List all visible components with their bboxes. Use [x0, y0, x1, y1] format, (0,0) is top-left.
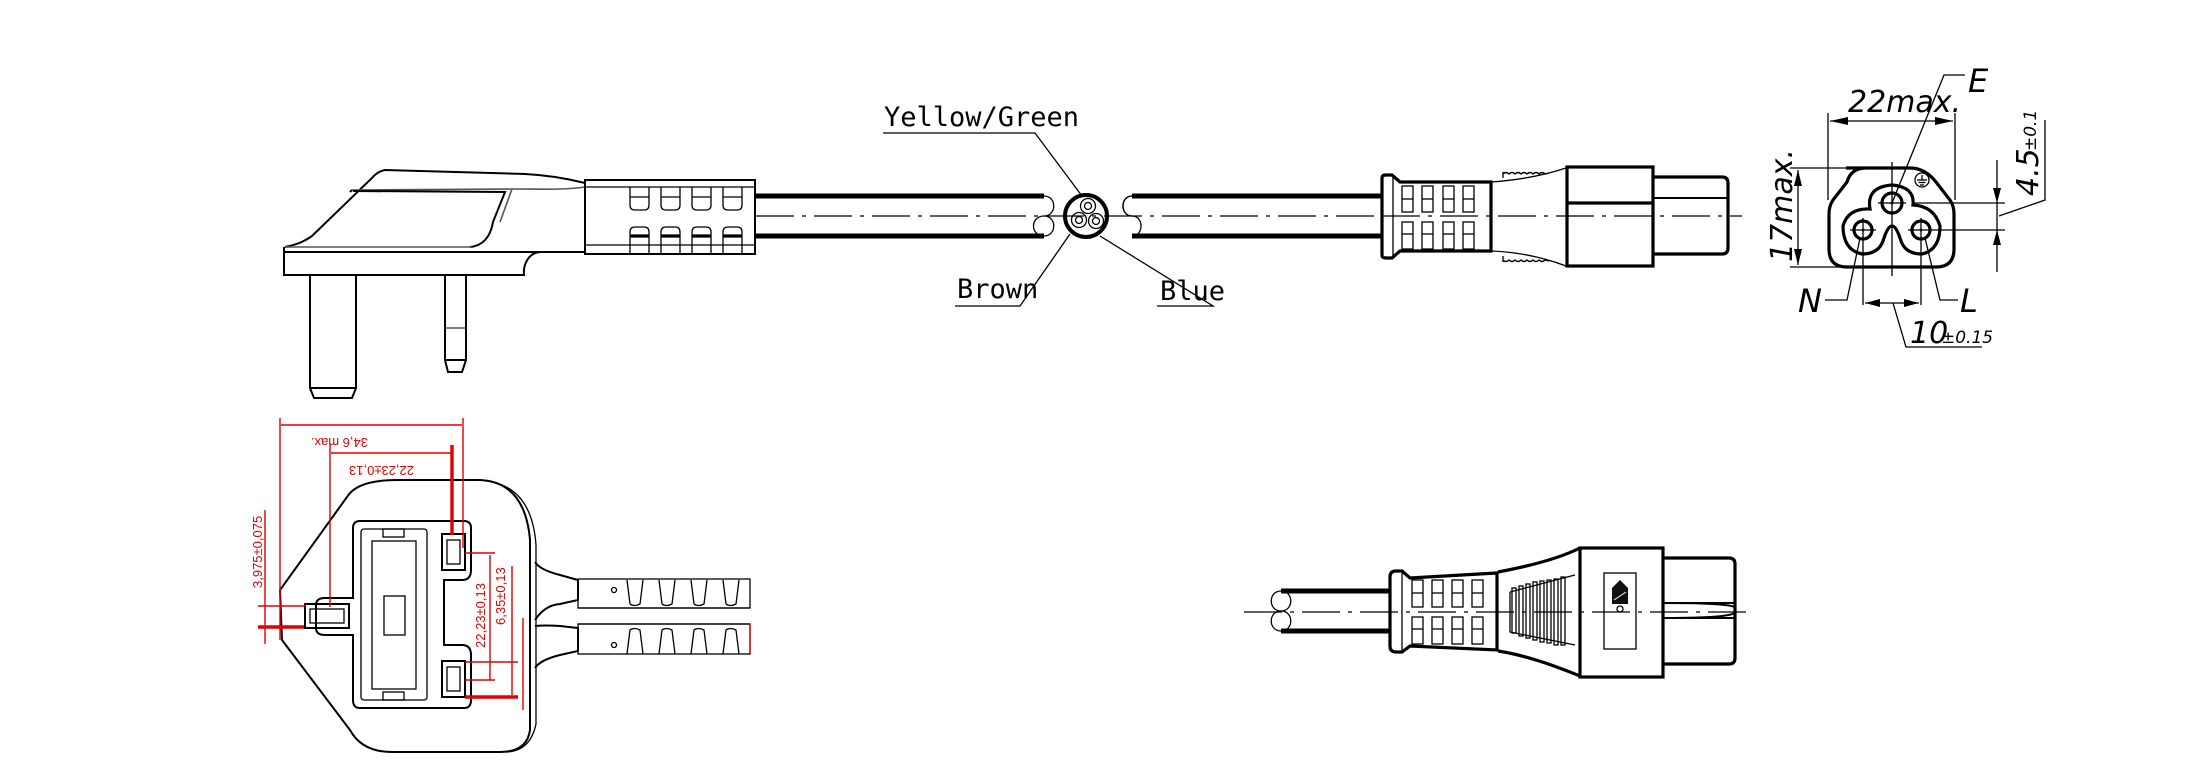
pin-label-earth: E — [1968, 62, 1989, 100]
dim-offset-value: 4.5 — [2011, 148, 2046, 196]
cable-top — [756, 193, 1382, 239]
bottom-connector-grip-ribs — [1411, 579, 1484, 645]
label-brown: Brown — [957, 274, 1038, 305]
label-yellow-green: Yellow/Green — [884, 102, 1079, 133]
c5-connector-top-view — [1244, 546, 1748, 679]
uk-plug-face-view — [258, 418, 751, 753]
dim-height-max: 17max. — [1765, 149, 1800, 262]
plug-face-dimensions — [258, 418, 751, 710]
pin-label-live: L — [1960, 282, 1978, 320]
dim-pin-centers: 22,23±0,13 — [473, 583, 488, 648]
dim-pitch-value: 10 — [1910, 316, 1948, 351]
uk-plug-side-view — [283, 168, 756, 399]
plug-grip-ribs — [629, 187, 743, 254]
label-blue: Blue — [1160, 276, 1225, 307]
pin-label-neutral: N — [1798, 282, 1822, 320]
dim-offset-tolerance: ±0.1 — [2021, 110, 2041, 151]
strain-relief-ribs — [1511, 576, 1566, 646]
certification-mark-icon — [1612, 580, 1628, 613]
c5-face-view — [1790, 74, 2046, 348]
cable-cross-section — [883, 132, 1216, 307]
dim-pin-width: 6,35±0,13 — [493, 567, 508, 625]
dim-earth-pin-offset: 3,975±0,075 — [250, 516, 265, 588]
earth-ground-icon — [1914, 172, 1930, 188]
connector-grip-ribs — [1401, 185, 1475, 250]
c5-connector-side-view — [1380, 165, 1742, 268]
dim-width-max: 22max. — [1848, 85, 1961, 120]
dim-pitch-tolerance: ±0.15 — [1941, 328, 1993, 348]
dim-plug-overall-width: 34,6 max. — [311, 435, 368, 450]
dim-plug-pin-span: 22,23±0,13 — [349, 463, 414, 478]
